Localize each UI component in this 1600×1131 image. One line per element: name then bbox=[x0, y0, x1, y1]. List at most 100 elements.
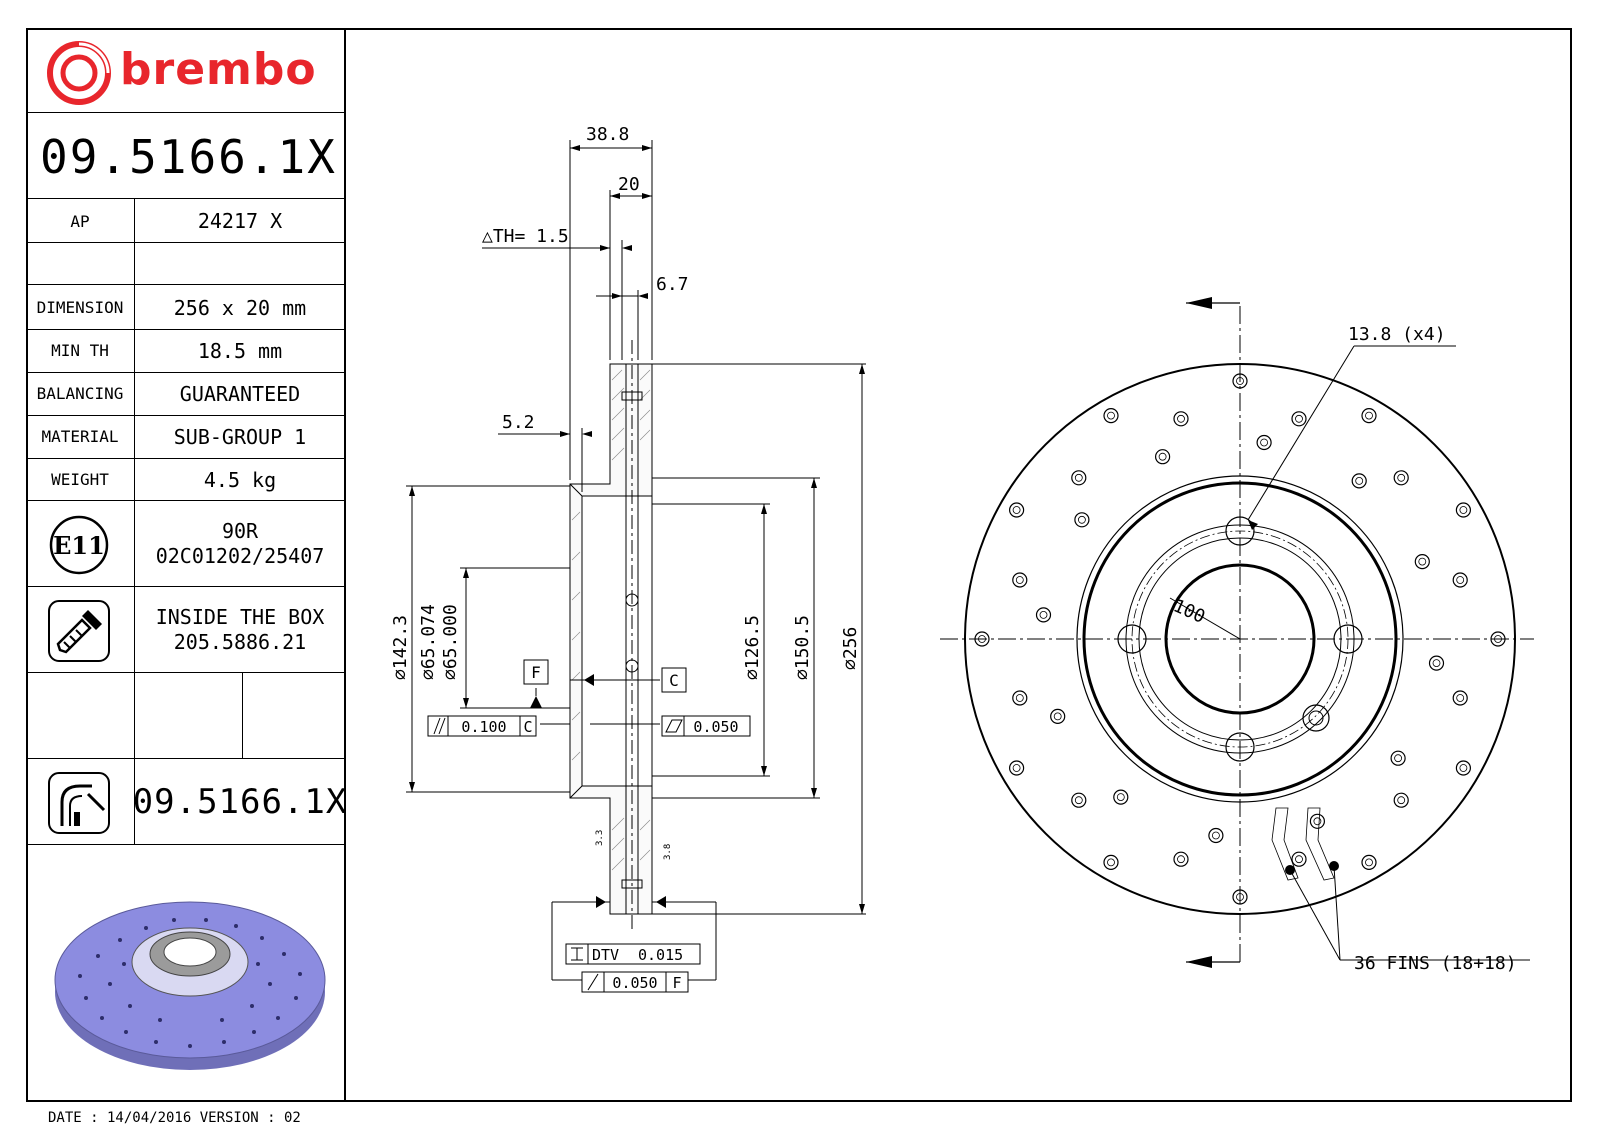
drill-hole-inner bbox=[1459, 764, 1468, 772]
drill-hole bbox=[1414, 553, 1430, 570]
dim-d-126-5: ⌀126.5 bbox=[742, 615, 763, 680]
homologation-line1: 90R bbox=[221, 519, 259, 543]
drill-hole-inner bbox=[1459, 506, 1468, 514]
drill-hole-inner bbox=[1074, 473, 1083, 482]
drill-hole-inner bbox=[1039, 611, 1048, 619]
drill-hole bbox=[1012, 572, 1028, 588]
drill-hole bbox=[1103, 408, 1119, 424]
face-view: 13.8 (x4) 100 36 FINS (18+18) bbox=[940, 297, 1534, 974]
tol-parallel-ref: C bbox=[523, 718, 532, 736]
drill-hole bbox=[1428, 655, 1445, 671]
drill-hole bbox=[1071, 792, 1087, 808]
dim-d-65-000: ⌀65.000 bbox=[440, 604, 461, 680]
brembo-logo-icon bbox=[47, 41, 111, 105]
drill-hole bbox=[1008, 760, 1025, 776]
dim-d-150-5: ⌀150.5 bbox=[792, 615, 813, 680]
drill-hole-inner bbox=[1158, 452, 1167, 461]
drill-hole-inner bbox=[1177, 414, 1185, 423]
drill-hole-inner bbox=[1212, 831, 1220, 840]
spec-label: MIN TH bbox=[51, 341, 109, 360]
dim-vane-a: 3.3 bbox=[595, 830, 605, 846]
runout-value: 0.050 bbox=[612, 974, 657, 992]
drill-hole bbox=[1452, 572, 1468, 588]
spec-value: 256 x 20 mm bbox=[173, 295, 307, 320]
spec-label: BALANCING bbox=[36, 384, 124, 403]
face-pcd-dim: 100 bbox=[1170, 595, 1208, 627]
drill-hole bbox=[1351, 473, 1367, 489]
footer-date-version: DATE : 14/04/2016 VERSION : 02 bbox=[48, 1110, 301, 1126]
drill-hole bbox=[1361, 854, 1377, 871]
face-fins-label: 36 FINS (18+18) bbox=[1354, 953, 1517, 974]
inside-box-line1: INSIDE THE BOX bbox=[155, 605, 325, 629]
ap-value: 24217 X bbox=[197, 209, 283, 233]
drill-holes bbox=[974, 373, 1506, 905]
ap-label: AP bbox=[70, 211, 90, 231]
face-bolt-hole-dim: 13.8 (x4) bbox=[1348, 324, 1446, 345]
drill-hole bbox=[1393, 792, 1409, 808]
drill-hole bbox=[1291, 411, 1307, 427]
drill-hole bbox=[1393, 470, 1409, 486]
drill-hole-inner bbox=[1394, 754, 1402, 763]
drill-hole-inner bbox=[1494, 635, 1502, 643]
drill-hole-inner bbox=[1456, 694, 1465, 702]
drill-hole bbox=[1050, 708, 1066, 725]
drill-hole bbox=[1173, 851, 1189, 867]
drill-hole bbox=[1035, 607, 1052, 623]
spec-label: WEIGHT bbox=[51, 470, 109, 489]
screw-icon bbox=[48, 600, 110, 662]
inside-box-text: INSIDE THE BOX 205.5886.21 bbox=[134, 588, 346, 672]
drill-hole bbox=[1008, 502, 1025, 518]
drill-hole bbox=[1074, 512, 1090, 528]
drill-hole-inner bbox=[1365, 411, 1373, 420]
tol-parallel-value: 0.100 bbox=[461, 718, 506, 736]
homologation-line2: 02C01202/25407 bbox=[155, 544, 325, 568]
drill-hole-inner bbox=[1432, 659, 1441, 667]
drill-hole-inner bbox=[1177, 855, 1185, 864]
drill-hole-inner bbox=[1397, 473, 1406, 482]
spec-value: 18.5 mm bbox=[197, 338, 283, 363]
drill-hole-inner bbox=[1012, 506, 1021, 514]
drill-hole-inner bbox=[1355, 476, 1364, 485]
e11-mark-text: E11 bbox=[53, 531, 105, 560]
drill-hole bbox=[1452, 690, 1468, 706]
dim-hat-offset: 6.7 bbox=[656, 274, 689, 295]
drill-hole-inner bbox=[1107, 411, 1115, 420]
datum-c: C bbox=[669, 671, 679, 690]
drill-hole bbox=[1103, 854, 1119, 871]
drill-hole-inner bbox=[1260, 438, 1268, 447]
e11-mark-icon: E11 bbox=[49, 515, 109, 575]
drill-hole bbox=[1232, 373, 1248, 389]
drill-hole bbox=[1154, 449, 1171, 465]
section-view: 38.8 20 △TH= 1.5 6.7 5.2 ⌀142.3 ⌀65.074 … bbox=[390, 124, 866, 993]
drill-hole-inner bbox=[1012, 764, 1021, 772]
dim-d-142-3: ⌀142.3 bbox=[390, 615, 411, 680]
spec-label: DIMENSION bbox=[36, 298, 124, 317]
drill-hole bbox=[974, 631, 990, 647]
part-number: 09.5166.1X bbox=[40, 130, 337, 184]
drill-hole-inner bbox=[1116, 793, 1125, 801]
drill-hole bbox=[1309, 813, 1326, 829]
drill-hole bbox=[1390, 750, 1406, 766]
drill-hole-inner bbox=[1295, 855, 1303, 864]
homologation-text: 90R 02C01202/25407 bbox=[134, 502, 346, 586]
drill-hole-inner bbox=[1015, 694, 1024, 702]
dim-overall-width: 38.8 bbox=[586, 124, 629, 145]
drill-hole bbox=[1173, 411, 1189, 427]
drill-hole-inner bbox=[1015, 576, 1024, 584]
drill-hole bbox=[1012, 690, 1028, 706]
drill-hole bbox=[1113, 789, 1129, 805]
drill-hole-inner bbox=[1313, 817, 1322, 826]
disc-3d-render bbox=[54, 901, 326, 1070]
dim-d-65-074: ⌀65.074 bbox=[418, 604, 439, 680]
drill-hole-inner bbox=[1397, 796, 1406, 805]
spec-label: MATERIAL bbox=[41, 427, 119, 446]
brand-name: brembo bbox=[120, 44, 317, 95]
drill-hole bbox=[1208, 827, 1224, 844]
drill-hole-inner bbox=[1236, 893, 1244, 901]
drill-hole bbox=[1361, 408, 1377, 424]
drill-hole bbox=[1455, 760, 1472, 776]
drill-hole bbox=[1232, 889, 1248, 905]
dim-d-256: ⌀256 bbox=[840, 627, 861, 670]
drill-hole-inner bbox=[1365, 858, 1373, 867]
